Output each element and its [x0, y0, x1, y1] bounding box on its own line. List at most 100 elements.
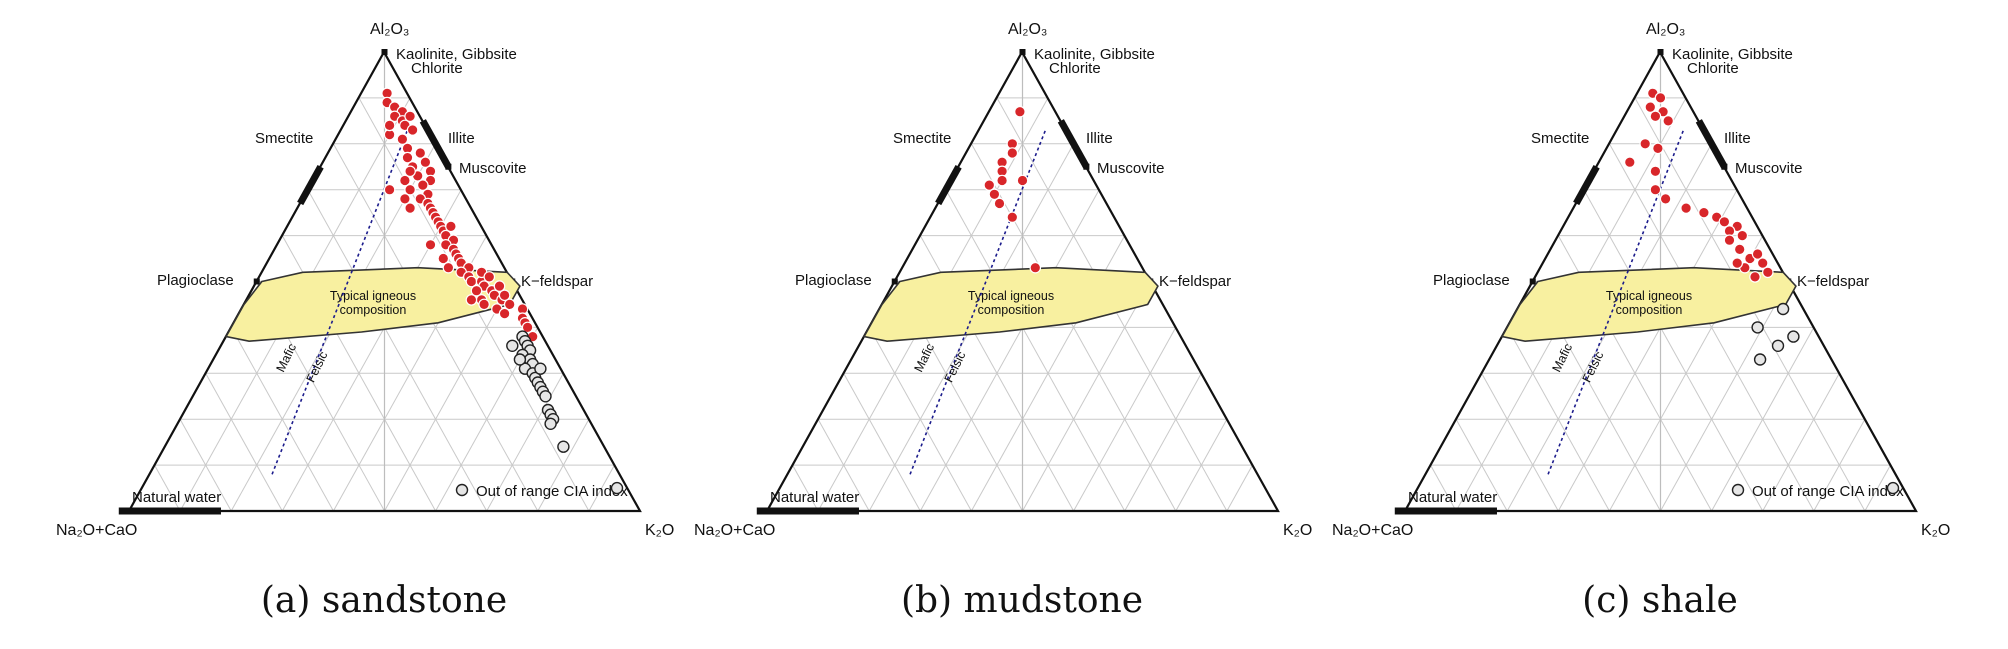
muscovite-marker [1083, 163, 1090, 170]
kaolinite-marker [1657, 49, 1664, 55]
panel-caption: (a) sandstone [261, 580, 507, 621]
data-point [483, 271, 496, 283]
grid-line-k [1073, 327, 1177, 512]
data-point [404, 165, 416, 178]
plagioclase-marker [253, 278, 260, 285]
label-muscovite: Muscovite [1735, 160, 1803, 177]
grid-line-k [1711, 327, 1815, 512]
felsic-label: Felsic [942, 349, 969, 384]
data-point [478, 298, 490, 311]
grid-line-k [919, 189, 1100, 512]
illite-bar [1057, 119, 1090, 169]
vertex-label-al2o3: Al₂O₃ [1646, 21, 1685, 38]
legend-label: Out of range CIA index [476, 483, 628, 500]
data-point [1644, 101, 1657, 113]
data-point [988, 188, 1001, 201]
grid-line-na [868, 327, 972, 512]
data-point [544, 417, 557, 430]
data-point [465, 294, 478, 306]
igneous-field-label-1: Typical igneous [330, 289, 416, 303]
data-point [1652, 142, 1664, 155]
data-point [557, 440, 570, 453]
series-1 [1623, 87, 1774, 283]
kaolinite-marker [1019, 49, 1026, 55]
data-point [513, 353, 527, 366]
label-muscovite: Muscovite [459, 160, 527, 177]
grid-line-na [1506, 327, 1610, 512]
muscovite-marker [445, 163, 452, 170]
grid-line-k [384, 281, 513, 512]
data-point [404, 110, 416, 123]
grid-line-k [281, 189, 462, 512]
series-1 [983, 105, 1042, 274]
data-point [399, 193, 411, 205]
data-point [1731, 257, 1743, 269]
label-natural-water: Natural water [132, 489, 221, 506]
vertex-label-al2o3: Al₂O₃ [1008, 21, 1047, 38]
label-illite: Illite [448, 130, 475, 147]
mafic-label: Mafic [912, 341, 938, 374]
data-point [1776, 302, 1790, 316]
label-kfeldspar: K−feldspar [521, 273, 593, 290]
data-point [1649, 110, 1662, 123]
label-illite: Illite [1086, 130, 1113, 147]
label-kaolinite-gibbsite: Kaolinite, Gibbsite [1034, 46, 1155, 63]
data-point [1736, 229, 1749, 242]
illite-bar [419, 119, 452, 169]
data-point [470, 284, 483, 297]
data-point [1014, 105, 1026, 118]
data-point [383, 119, 396, 132]
data-point [493, 280, 506, 292]
data-point [498, 289, 511, 302]
felsic-label: Felsic [304, 349, 331, 384]
data-point [1639, 138, 1651, 150]
vertex-label-na2o-cao: Na₂O+CaO [56, 522, 137, 539]
data-point [1761, 266, 1774, 279]
data-point [437, 252, 450, 265]
grid-line-na [154, 464, 181, 512]
data-point [1718, 216, 1731, 228]
series-2 [506, 330, 624, 495]
data-point [399, 174, 411, 187]
data-point [401, 151, 414, 164]
label-chlorite: Chlorite [1049, 60, 1101, 77]
plagioclase-marker [1529, 278, 1536, 285]
data-point [1649, 183, 1662, 196]
data-point [1623, 156, 1636, 168]
data-point [983, 179, 996, 191]
grid-line-na [945, 189, 1126, 512]
data-point [1733, 243, 1746, 256]
data-point [1753, 353, 1767, 366]
grid-line-k [1557, 189, 1738, 512]
data-point [424, 239, 437, 251]
igneous-field [1500, 266, 1797, 342]
label-natural-water: Natural water [770, 489, 859, 506]
vertex-label-na2o-cao: Na₂O+CaO [694, 522, 775, 539]
grid-line-k [1864, 464, 1891, 512]
grid-line-k [1022, 281, 1151, 512]
data-point [445, 220, 457, 233]
grid-line-na [230, 327, 334, 512]
smectite-bar [1573, 165, 1600, 206]
series-2 [1751, 302, 1900, 495]
data-point [1751, 248, 1764, 260]
igneous-field-label-2: composition [340, 303, 407, 317]
data-point [539, 390, 552, 403]
grid-line-na [792, 464, 819, 512]
data-point [1006, 147, 1019, 159]
grid-line-k [1660, 281, 1789, 512]
label-natural-water: Natural water [1408, 489, 1497, 506]
label-smectite: Smectite [893, 130, 951, 147]
muscovite-marker [1721, 163, 1728, 170]
data-point [1029, 261, 1042, 274]
grid-line-na [205, 373, 283, 512]
data-point [503, 298, 516, 311]
vertex-label-al2o3: Al₂O₃ [370, 21, 409, 38]
mafic-trend-line [1547, 129, 1685, 475]
data-point [1680, 202, 1692, 214]
igneous-field-label-1: Typical igneous [968, 289, 1054, 303]
smectite-bar [935, 165, 962, 206]
data-point [996, 174, 1008, 187]
